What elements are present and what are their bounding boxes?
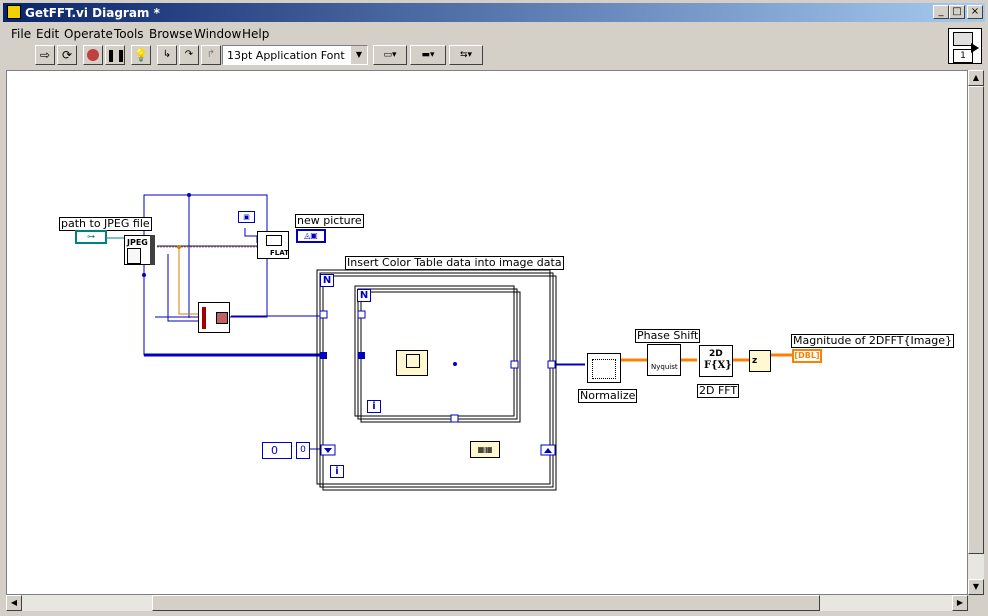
magnitude-indicator[interactable]: [DBL] — [792, 349, 822, 363]
outer-loop-index-terminal[interactable]: i — [330, 465, 344, 478]
fft-node-bottom: F{X} — [704, 360, 732, 371]
toolbar: ⇨ ⟳ ❚❚ 💡 ↳ ↷ ↱ ▭▾ ▬▾ ⇆▾ — [3, 42, 943, 68]
loop-label: Insert Color Table data into image data — [345, 256, 564, 270]
cluster-bar-icon — [202, 307, 206, 329]
menu-file[interactable]: File — [11, 27, 32, 41]
index-array-node[interactable] — [396, 350, 428, 376]
menu-tools[interactable]: Tools — [114, 27, 144, 41]
size-grip[interactable] — [968, 595, 984, 611]
diagram-wires — [107, 193, 793, 491]
run-continuously-icon[interactable]: ⟳ — [57, 45, 77, 65]
horizontal-scrollbar[interactable]: ◀ ▶ — [6, 595, 968, 611]
path-control-terminal[interactable]: ⊶ — [75, 230, 107, 244]
nyquist-text: Nyquist — [651, 363, 678, 371]
fft-label: 2D FFT — [697, 384, 740, 398]
numeric-constant-value: 0 — [271, 444, 278, 457]
abort-icon[interactable] — [83, 45, 103, 65]
flat-node-text: FLAT — [270, 249, 289, 257]
scroll-right-icon[interactable]: ▶ — [952, 595, 968, 611]
font-select[interactable]: 13pt Application Font ▼ — [222, 45, 368, 65]
title-bar[interactable]: GetFFT.vi Diagram * _ □ × — [3, 3, 985, 22]
complex-to-polar-node[interactable]: z — [749, 350, 771, 372]
align-objects-icon[interactable]: ▭▾ — [373, 45, 407, 65]
highlight-execution-icon[interactable]: 💡 — [131, 45, 151, 65]
step-over-icon[interactable]: ↷ — [179, 45, 199, 65]
picture-constant-icon[interactable]: ▣ — [238, 211, 255, 223]
phase-shift-label: Phase Shift — [635, 329, 701, 343]
scroll-down-icon[interactable]: ▼ — [968, 579, 984, 595]
block-diagram-canvas[interactable]: path to JPEG file ⊶ JPEG FLAT ▣ new pict… — [6, 70, 968, 595]
jpeg-node-cluster-bar — [150, 235, 155, 265]
vertical-scrollbar[interactable]: ▲ ▼ — [968, 70, 984, 595]
menu-edit[interactable]: Edit — [36, 27, 60, 41]
scroll-left-icon[interactable]: ◀ — [6, 595, 22, 611]
maximize-button[interactable]: □ — [949, 5, 965, 19]
font-select-value: 13pt Application Font — [227, 49, 345, 62]
vi-icon-connector-pane[interactable]: 1 — [948, 28, 982, 64]
run-icon[interactable]: ⇨ — [35, 45, 55, 65]
normalize-node[interactable] — [587, 353, 621, 383]
inner-loop-count-terminal[interactable]: N — [357, 289, 371, 302]
connector-number: 1 — [953, 49, 973, 63]
pause-icon[interactable]: ❚❚ — [105, 45, 126, 65]
outer-loop-count-terminal[interactable]: N — [320, 274, 334, 287]
reorder-icon[interactable]: ⇆▾ — [449, 45, 483, 65]
arrow-icon — [971, 43, 979, 53]
magnitude-label: Magnitude of 2DFFT{Image} — [791, 334, 954, 348]
draw-flattened-pixmap-node[interactable]: FLAT — [257, 231, 289, 259]
window-title: GetFFT.vi Diagram * — [25, 6, 160, 20]
array-icon — [216, 312, 228, 324]
pixmap-icon — [266, 235, 282, 246]
unbundle-node[interactable] — [198, 302, 230, 333]
chevron-down-icon[interactable]: ▼ — [351, 46, 367, 64]
array-constant[interactable]: 0 — [296, 442, 310, 459]
read-jpeg-node[interactable]: JPEG — [124, 235, 154, 265]
menu-operate[interactable]: Operate — [64, 27, 113, 41]
step-into-icon[interactable]: ↳ — [157, 45, 177, 65]
scroll-up-icon[interactable]: ▲ — [968, 70, 984, 86]
minimize-button[interactable]: _ — [933, 5, 949, 19]
inner-loop-index-terminal[interactable]: i — [367, 400, 381, 413]
path-control-label: path to JPEG file — [59, 217, 152, 231]
menu-window[interactable]: Window — [194, 27, 242, 41]
normalize-icon — [592, 359, 616, 379]
new-picture-label: new picture — [295, 214, 364, 228]
close-button[interactable]: × — [967, 5, 983, 19]
monitor-icon — [953, 32, 973, 46]
distribute-objects-icon[interactable]: ▬▾ — [410, 45, 446, 65]
numeric-constant[interactable]: 0 — [262, 442, 292, 459]
labview-app-icon[interactable] — [7, 5, 21, 19]
fft-2d-node[interactable]: 2D F{X} — [699, 345, 733, 377]
horizontal-scroll-thumb[interactable] — [152, 595, 820, 611]
replace-array-subset-node[interactable]: ▦▦ — [470, 441, 500, 458]
jpeg-node-text: JPEG — [127, 238, 148, 247]
step-out-icon[interactable]: ↱ — [201, 45, 221, 65]
menu-help[interactable]: Help — [242, 27, 270, 41]
grid-icon — [406, 354, 420, 368]
new-picture-indicator[interactable]: ◬▣ — [296, 229, 326, 243]
phase-shift-node[interactable]: Nyquist — [647, 344, 681, 376]
normalize-label: Normalize — [578, 389, 638, 403]
file-icon — [127, 248, 141, 264]
menu-browse[interactable]: Browse — [149, 27, 193, 41]
vertical-scroll-thumb[interactable] — [968, 86, 984, 554]
fft-node-top: 2D — [709, 349, 723, 359]
